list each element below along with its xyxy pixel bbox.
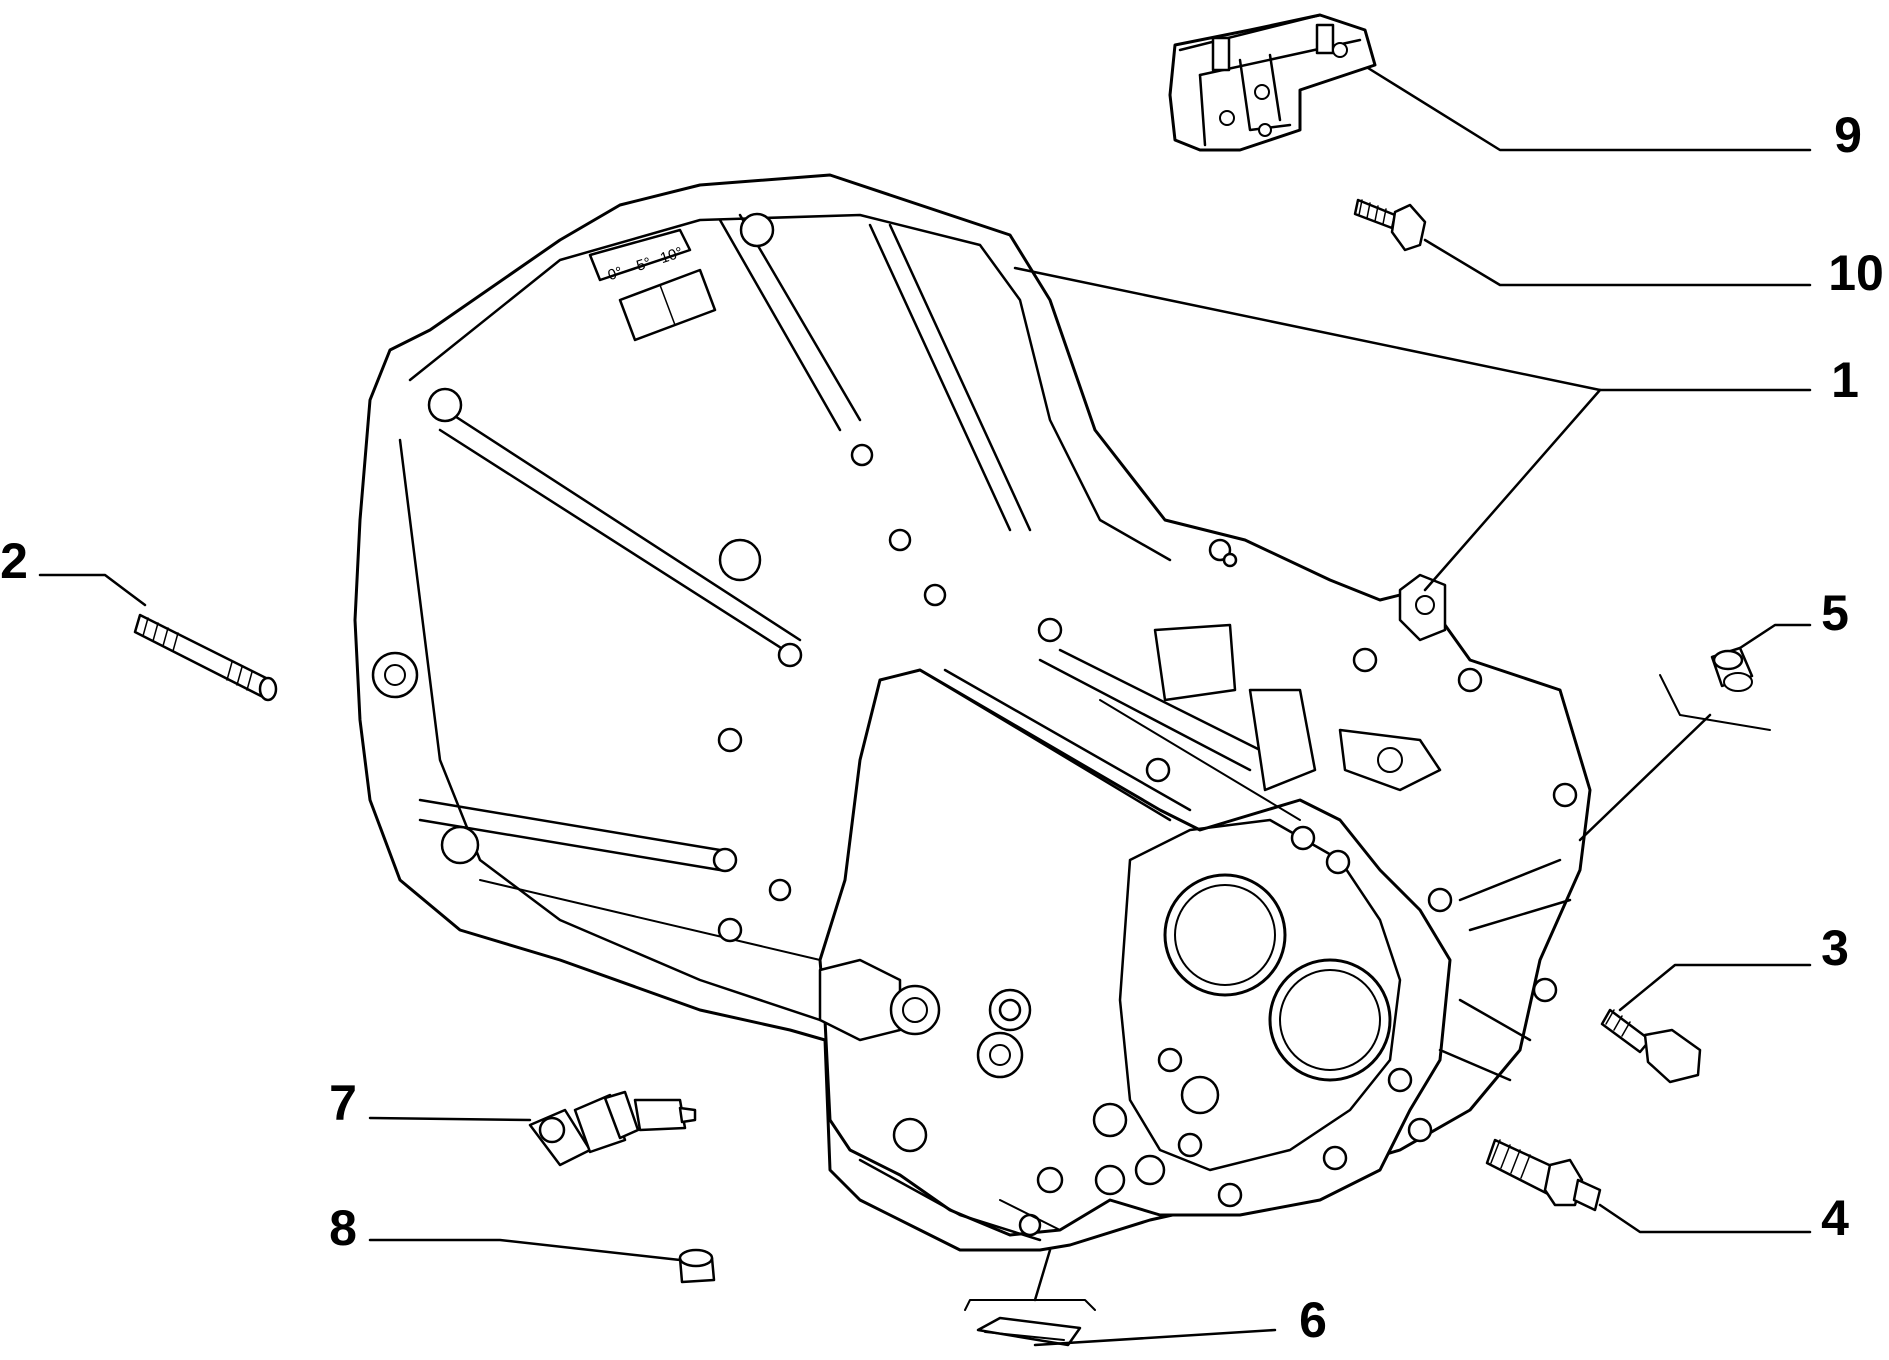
callout-8: 8 <box>329 1200 357 1256</box>
scale-mark-10: 10° <box>658 244 685 267</box>
scale-mark-5: 5° <box>634 254 653 275</box>
scale-mark-0: 0° <box>606 264 625 285</box>
dowel-part-5 <box>1710 646 1754 692</box>
stud-bolt-part-4 <box>1485 1138 1602 1212</box>
stud-part-2 <box>133 613 278 702</box>
callout-10: 10 <box>1828 245 1884 301</box>
gearbox-housing <box>353 173 1592 1252</box>
callout-9: 9 <box>1834 107 1862 163</box>
sensor-part-7 <box>528 1090 697 1167</box>
callout-5: 5 <box>1821 585 1849 641</box>
bolt-part-3 <box>1600 1008 1702 1084</box>
callout-2: 2 <box>0 533 28 589</box>
callout-7: 7 <box>329 1075 357 1131</box>
leader-lines <box>38 66 1812 1347</box>
callout-6: 6 <box>1299 1292 1327 1348</box>
callout-4: 4 <box>1821 1190 1849 1246</box>
callout-1: 1 <box>1831 352 1859 408</box>
callout-labels: 9 10 1 2 5 3 4 7 8 6 <box>0 107 1884 1348</box>
plate-part-6 <box>976 1316 1082 1347</box>
bolt-part-10 <box>1353 198 1427 252</box>
timing-scale-markings: 0° 5° 10° <box>606 244 685 284</box>
plug-part-8 <box>678 1248 716 1284</box>
callout-3: 3 <box>1821 920 1849 976</box>
mounting-bracket-part-9 <box>1168 13 1377 152</box>
